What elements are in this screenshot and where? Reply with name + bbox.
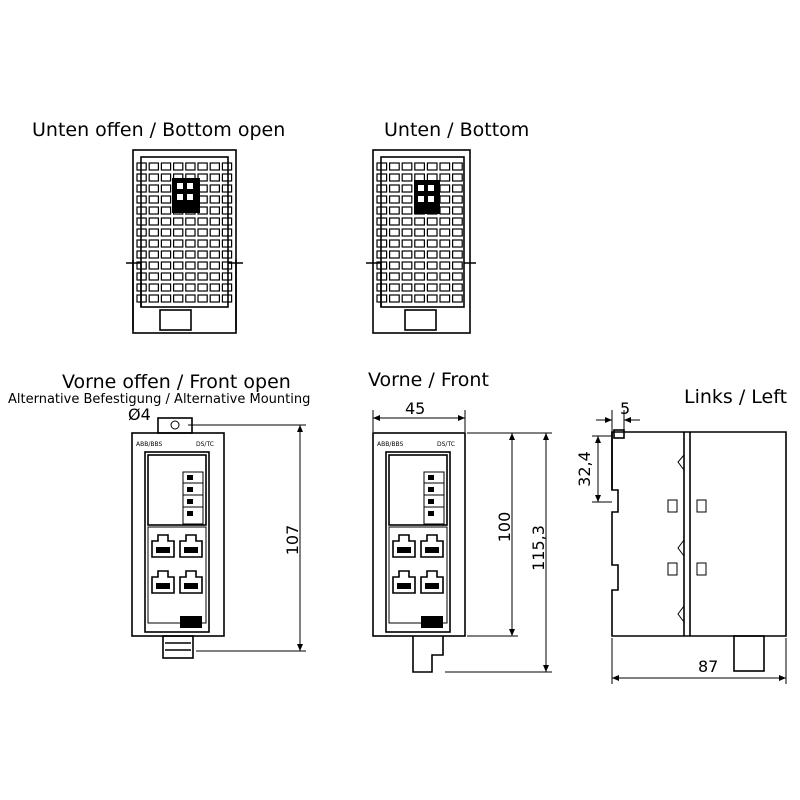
dim-height-total: 115,3 [529,525,548,571]
dim-offset-top: 5 [620,399,630,418]
left-view: 5 32,4 87 [575,399,787,684]
dim-width-front: 45 [405,399,425,418]
dim-height-front: 100 [495,512,514,543]
title-front-open: Vorne offen / Front open [62,371,291,393]
front-open-view: ABB/BBS DS/TC Ø4 107 [128,405,306,659]
ethernet-port-icon [420,570,444,594]
dim-height-front-open: 107 [283,525,302,556]
title-bottom-open: Unten offen / Bottom open [32,119,285,141]
front-view: ABB/BBS DS/TC 45 100 115,3 [372,399,552,673]
title-bottom: Unten / Bottom [384,119,529,141]
title-left: Links / Left [684,386,787,408]
ethernet-port-icon [392,534,416,558]
title-front: Vorne / Front [368,369,489,391]
brand-label-a: ABB/BBS [136,441,162,448]
ethernet-port-icon [151,534,175,558]
ethernet-port-icon [392,570,416,594]
ethernet-port-icon [179,534,203,558]
dim-offset-side: 32,4 [575,451,594,487]
bottom-open-view [126,149,243,334]
dim-hole-diameter: Ø4 [128,405,151,424]
ethernet-port-icon [420,534,444,558]
model-label-b: DS/TC [437,441,455,448]
ethernet-port-icon [179,570,203,594]
ethernet-port-icon [151,570,175,594]
bottom-view [366,149,476,334]
dim-depth: 87 [698,657,718,676]
model-label-a: DS/TC [196,441,214,448]
subtitle-alternative-mounting: Alternative Befestigung / Alternative Mo… [8,392,310,407]
brand-label-b: ABB/BBS [377,441,403,448]
